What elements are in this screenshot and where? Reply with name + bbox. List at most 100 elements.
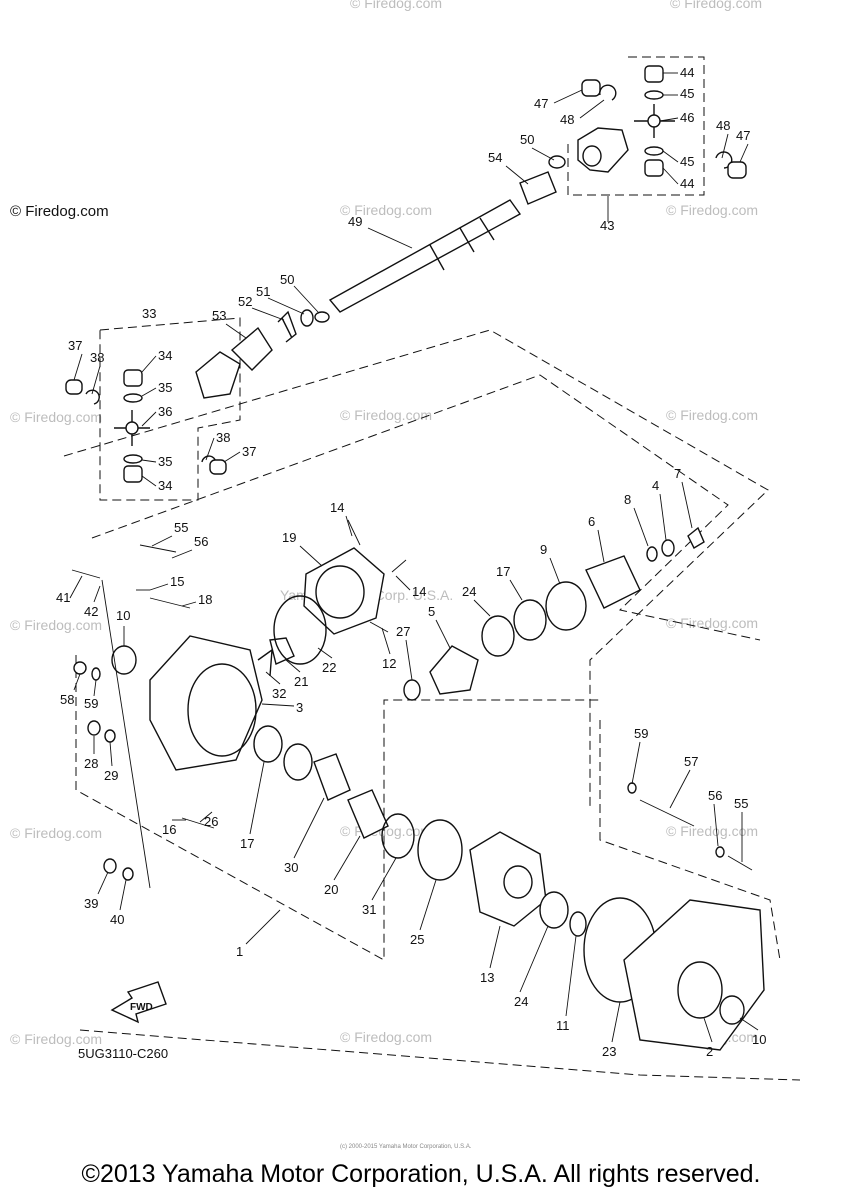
watermark-row3-left: © Firedog.com <box>10 617 102 633</box>
universal-joint-left <box>65 351 241 483</box>
housing-3 <box>149 635 263 771</box>
bearing-24-upper <box>481 615 515 657</box>
pinion-assembly <box>369 526 705 701</box>
callout-label: 13 <box>480 970 494 985</box>
fwd-arrow-group: FWD <box>110 981 167 1024</box>
callout-label: 18 <box>198 592 212 607</box>
circlip-45-top <box>644 90 664 100</box>
circlip-17-upper <box>513 599 547 641</box>
bearing-cup-47-right <box>727 161 747 179</box>
callout-label: 38 <box>216 430 230 445</box>
leader-lines <box>69 72 759 1043</box>
spider-36-center <box>125 421 139 435</box>
callout-label: 51 <box>256 284 270 299</box>
callout-label: 17 <box>240 836 254 851</box>
copyright-notice: ©2013 Yamaha Motor Corporation, U.S.A. A… <box>81 1160 761 1188</box>
clip-32 <box>257 648 273 677</box>
cover-19-bore <box>315 565 365 619</box>
plug-28 <box>87 720 101 736</box>
callout-label: 54 <box>488 150 502 165</box>
universal-joint-box-left <box>99 317 241 501</box>
callout-label: 47 <box>534 96 548 111</box>
bearing-24-lower <box>539 891 569 929</box>
callout-label: 55 <box>734 796 748 811</box>
nut-7 <box>687 526 705 549</box>
bearing-26 <box>253 725 283 763</box>
diagram-code: 5UG3110-C260 <box>78 1046 168 1061</box>
circlip-35-top <box>123 393 143 403</box>
callout-label: 45 <box>680 86 694 101</box>
gear-case-2 <box>623 899 765 1051</box>
shim-11 <box>569 911 587 937</box>
callout-label: 29 <box>104 768 118 783</box>
oil-seal-9 <box>545 581 587 631</box>
callout-label: 12 <box>382 656 396 671</box>
callout-label: 25 <box>410 932 424 947</box>
callout-label: 44 <box>680 65 694 80</box>
callout-label: 1 <box>236 944 243 959</box>
callout-label: 16 <box>162 822 176 837</box>
callout-label: 58 <box>60 692 74 707</box>
callout-label: 34 <box>158 478 172 493</box>
bearing-cup-34-top <box>123 369 143 387</box>
yoke-eye <box>582 145 602 167</box>
callout-label: 49 <box>348 214 362 229</box>
washer-4 <box>661 539 675 557</box>
callout-label: 44 <box>680 176 694 191</box>
watermark-row1-right: © Firedog.com <box>666 202 758 218</box>
universal-joint-top <box>577 65 747 179</box>
watermark-row2-center: © Firedog.com <box>340 407 432 423</box>
boot-53 <box>230 326 273 371</box>
callout-label: 37 <box>68 338 82 353</box>
callout-label: 52 <box>238 294 252 309</box>
bearing-cup-34-bottom <box>123 465 143 483</box>
inner-group-boundary <box>91 374 761 641</box>
bottom-boundary <box>79 1029 801 1081</box>
callout-label: 2 <box>706 1044 713 1059</box>
watermark-row4-left: © Firedog.com <box>10 825 102 841</box>
callout-label: 36 <box>158 404 172 419</box>
cover-19 <box>303 547 385 635</box>
callout-label: 24 <box>514 994 528 1009</box>
oil-seal-54 <box>519 171 557 205</box>
callout-label: 50 <box>280 272 294 287</box>
callout-label: 17 <box>496 564 510 579</box>
callout-label: 35 <box>158 380 172 395</box>
watermark-main: © Firedog.com <box>10 203 109 220</box>
watermark-row1-center: © Firedog.com <box>340 202 432 218</box>
bolt-16 <box>181 817 215 829</box>
ring-gear-13 <box>469 831 547 927</box>
drive-shaft <box>230 155 566 371</box>
bearing-cup-37-left <box>65 379 83 395</box>
callout-label: 23 <box>602 1044 616 1059</box>
callout-label: 57 <box>684 754 698 769</box>
callout-label: 4 <box>652 478 659 493</box>
callout-label: 33 <box>142 306 156 321</box>
washer-51 <box>300 309 314 327</box>
callout-label: 31 <box>362 902 376 917</box>
callout-label: 56 <box>194 534 208 549</box>
ring-gear-hub <box>503 865 533 899</box>
circlip-50-bottom <box>314 311 330 323</box>
spring-52 <box>277 310 297 343</box>
callout-label: 21 <box>294 674 308 689</box>
watermark-row4-right: © Firedog.com <box>666 823 758 839</box>
nut-39 <box>103 858 117 874</box>
callout-label: 41 <box>56 590 70 605</box>
fwd-arrow-icon <box>110 981 167 1024</box>
bearing-30 <box>313 753 351 801</box>
exploded-parts-diagram: © Firedog.com © Firedog.com © Firedog.co… <box>10 0 801 1150</box>
right-boundary <box>599 720 781 961</box>
bolt-55-right <box>727 855 753 871</box>
callout-label: 59 <box>634 726 648 741</box>
callout-label: 48 <box>716 118 730 133</box>
callout-label: 50 <box>520 132 534 147</box>
callout-label: 37 <box>242 444 256 459</box>
circlip-45-bottom <box>644 146 664 156</box>
watermark-top-center: © Firedog.com <box>350 0 442 11</box>
callout-label: 48 <box>560 112 574 127</box>
bolt-57 <box>639 799 695 827</box>
callout-label: 45 <box>680 154 694 169</box>
tiny-notice: (c) 2000-2015 Yamaha Motor Corporation, … <box>340 1144 472 1150</box>
left-group-boundary <box>75 655 600 961</box>
